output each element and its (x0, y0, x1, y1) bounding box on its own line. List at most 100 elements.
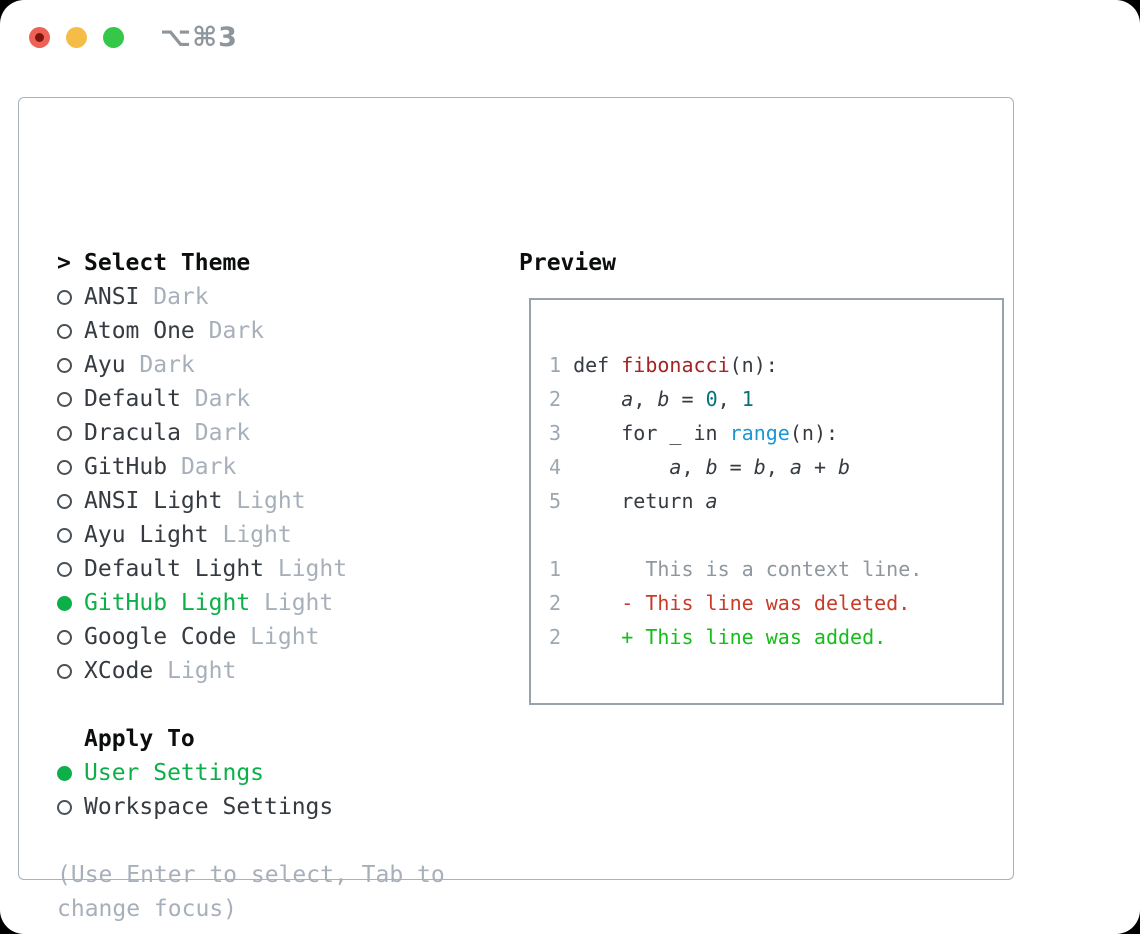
theme-variant-label: Dark (194, 318, 265, 344)
theme-option-label: Ayu (84, 352, 126, 378)
code-segment: b (705, 455, 718, 479)
theme-option-ayu-light[interactable]: Ayu Light Light (57, 518, 497, 552)
radio-unselected-icon (57, 527, 72, 543)
radio-cell (57, 527, 84, 543)
code-segment: a (621, 387, 634, 411)
preview-line-code: 1 def fibonacci(n): (549, 348, 1002, 382)
radio-cell (57, 357, 84, 373)
line-number: 1 (549, 557, 562, 581)
theme-variant-label: Light (153, 658, 237, 684)
code-segment: + This line was added. (621, 625, 887, 649)
code-segment: + (801, 455, 839, 479)
line-number: 2 (549, 591, 562, 615)
minimize-button[interactable] (66, 27, 87, 48)
apply-to-header: Apply To (57, 722, 497, 756)
theme-option-label: Default (84, 386, 181, 412)
radio-cell (57, 493, 84, 509)
code-segment: = (717, 455, 754, 479)
theme-option-label: Dracula (84, 420, 181, 446)
theme-option-google-code[interactable]: Google Code Light (57, 620, 497, 654)
theme-option-default-light[interactable]: Default Light Light (57, 552, 497, 586)
code-segment: , (717, 387, 742, 411)
theme-variant-label: Light (250, 590, 334, 616)
apply-to-header-label: Apply To (84, 726, 195, 752)
code-segment: range (729, 421, 790, 445)
code-segment: a (669, 455, 682, 479)
radio-unselected-icon (57, 799, 72, 815)
radio-selected-icon (57, 595, 72, 611)
code-segment (573, 591, 621, 615)
preview-line-code: 5 return a (549, 484, 1002, 518)
code-segment: return (573, 489, 706, 513)
theme-option-github-light[interactable]: GitHub Light Light (57, 586, 497, 620)
apply-option-label: User Settings (84, 760, 265, 786)
theme-variant-label: Dark (167, 454, 237, 480)
code-segment: , (681, 455, 706, 479)
theme-option-default[interactable]: Default Dark (57, 382, 497, 416)
radio-unselected-icon (57, 561, 72, 577)
line-number: 2 (549, 625, 562, 649)
line-number: 4 (549, 455, 562, 479)
radio-selected-icon (57, 765, 72, 781)
theme-option-atom-one[interactable]: Atom One Dark (57, 314, 497, 348)
preview-header: Preview (519, 250, 616, 276)
theme-option-ansi[interactable]: ANSI Dark (57, 280, 497, 314)
line-number: 1 (549, 353, 562, 377)
radio-cell (57, 663, 84, 679)
theme-option-label: GitHub Light (84, 590, 251, 616)
theme-option-label: XCode (84, 658, 154, 684)
theme-option-label: GitHub (84, 454, 168, 480)
preview-line-diff-context: 1 This is a context line. (549, 552, 1002, 586)
radio-unselected-icon (57, 493, 72, 509)
radio-cell (57, 765, 84, 781)
theme-option-label: Default Light (84, 556, 265, 582)
hint-text-line-2: change focus) (57, 896, 238, 922)
theme-option-dracula[interactable]: Dracula Dark (57, 416, 497, 450)
theme-option-xcode[interactable]: XCode Light (57, 654, 497, 688)
radio-cell (57, 459, 84, 475)
theme-option-label: ANSI (84, 284, 140, 310)
preview-line-code: 4 a, b = b, a + b (549, 450, 1002, 484)
preview-line-code: 2 a, b = 0, 1 (549, 382, 1002, 416)
theme-option-ansi-light[interactable]: ANSI Light Light (57, 484, 497, 518)
apply-option-workspace-settings[interactable]: Workspace Settings (57, 790, 497, 824)
radio-cell (57, 289, 84, 305)
zoom-button[interactable] (103, 27, 124, 48)
apply-option-label: Workspace Settings (84, 794, 334, 820)
code-segment: 1 (741, 387, 754, 411)
code-segment: , (765, 455, 790, 479)
theme-variant-label: Dark (125, 352, 195, 378)
radio-unselected-icon (57, 459, 72, 475)
theme-option-label: Ayu Light (84, 522, 209, 548)
code-segment: (n): (789, 421, 839, 445)
radio-cell (57, 425, 84, 441)
close-button[interactable] (29, 27, 50, 48)
theme-option-label: Google Code (84, 624, 237, 650)
code-segment: b (753, 455, 766, 479)
theme-option-label: Atom One (84, 318, 195, 344)
select-theme-header-label: Select Theme (84, 250, 251, 276)
apply-option-user-settings[interactable]: User Settings (57, 756, 497, 790)
radio-cell (57, 561, 84, 577)
spacer (57, 688, 497, 722)
radio-unselected-icon (57, 425, 72, 441)
theme-option-ayu[interactable]: Ayu Dark (57, 348, 497, 382)
window-title: ⌥⌘3 (160, 22, 238, 53)
radio-cell (57, 391, 84, 407)
code-segment: , (633, 387, 658, 411)
code-segment: 0 (705, 387, 718, 411)
theme-option-github[interactable]: GitHub Dark (57, 450, 497, 484)
radio-unselected-icon (57, 391, 72, 407)
theme-variant-label: Light (236, 624, 320, 650)
radio-unselected-icon (57, 289, 72, 305)
radio-cell (57, 799, 84, 815)
theme-variant-label: Dark (139, 284, 209, 310)
radio-cell (57, 595, 84, 611)
radio-unselected-icon (57, 323, 72, 339)
code-segment: - This line was deleted. (621, 591, 911, 615)
